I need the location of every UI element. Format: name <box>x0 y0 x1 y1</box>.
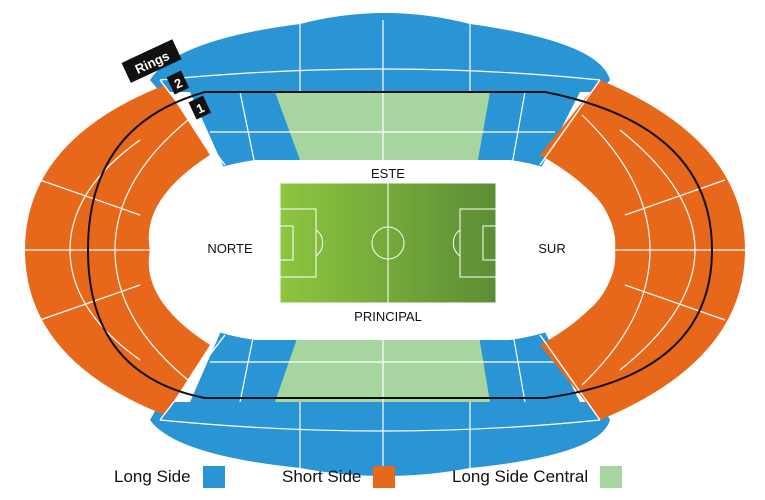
bottom-seat-lines <box>159 327 601 478</box>
legend-swatch-short-side <box>373 466 396 488</box>
stand-label-left: NORTE <box>207 241 253 256</box>
legend-label-long-side: Long Side <box>114 467 191 486</box>
legend-label-long-side-central: Long Side Central <box>452 467 589 486</box>
football-pitch <box>279 182 497 304</box>
ring-2-tag: 2 <box>166 70 190 95</box>
long-side-bottom-upper[interactable] <box>150 402 610 476</box>
top-seat-lines <box>159 20 601 166</box>
legend-item-long-side-central: Long Side Central <box>452 466 623 488</box>
legend: Long Side Short Side Long Side Central <box>0 458 765 500</box>
stand-label-bottom: PRINCIPAL <box>354 309 422 324</box>
legend-item-short-side: Short Side <box>282 466 396 488</box>
long-side-top-upper[interactable] <box>150 13 610 92</box>
legend-swatch-long-side-central <box>600 466 623 488</box>
stand-label-right: SUR <box>538 241 565 256</box>
legend-swatch-long-side <box>202 466 225 488</box>
stand-label-top: ESTE <box>371 166 405 181</box>
legend-label-short-side: Short Side <box>282 467 362 486</box>
legend-item-long-side: Long Side <box>114 466 225 488</box>
ring-1-tag: 1 <box>188 95 212 120</box>
track-line <box>86 91 714 399</box>
right-seat-lines <box>581 114 745 386</box>
corner-dividers <box>159 79 601 421</box>
